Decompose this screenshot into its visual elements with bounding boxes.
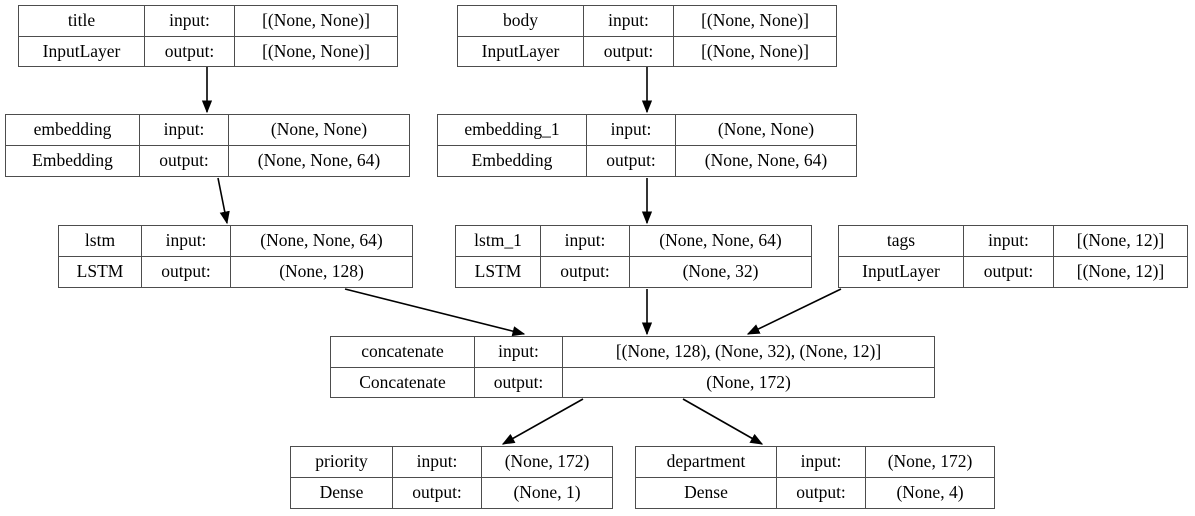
layer-node-department-class: Dense — [636, 478, 777, 508]
layer-node-tags-input-shape: [(None, 12)] — [1076, 230, 1165, 251]
layer-node-concatenate-output-label: output: — [475, 367, 563, 397]
layer-node-lstm-name: lstm — [59, 226, 142, 256]
layer-node-title-class: InputLayer — [19, 36, 145, 66]
layer-node-lstm_1-input-shape: (None, None, 64) — [659, 230, 782, 251]
layer-node-embedding-output-label: output: — [140, 146, 229, 176]
layer-node-body-input-shape: [(None, None)] — [701, 10, 809, 30]
layer-node-tags-output-shape: [(None, 12)] — [1076, 261, 1165, 282]
layer-node-embedding_1-name: embedding_1 — [438, 115, 587, 145]
layer-node-tags-output-label: output: — [964, 257, 1054, 287]
layer-node-priority-input-shape: (None, 172) — [504, 451, 590, 472]
layer-node-title-name: title — [19, 6, 145, 36]
edge-concatenate-to-department — [682, 398, 764, 445]
edge-tags-to-concatenate — [746, 288, 842, 335]
layer-node-priority-output-shape: (None, 1) — [513, 482, 581, 503]
edge-lstm-to-concatenate — [344, 288, 526, 337]
layer-node-body-output-shape: [(None, None)] — [701, 40, 809, 61]
layer-node-department-output-shape: (None, 4) — [896, 482, 964, 503]
layer-node-concatenate-input-shape: [(None, 128), (None, 32), (None, 12)] — [615, 341, 882, 361]
layer-node-lstm-output-shape: (None, 128) — [279, 261, 364, 282]
layer-node-lstm_1-name: lstm_1 — [456, 226, 541, 256]
layer-node-lstm-input-shape: (None, None, 64) — [260, 230, 383, 251]
layer-node-department-input-shape: (None, 172) — [887, 451, 973, 472]
layer-node-lstm_1-output-shape: (None, 32) — [682, 261, 759, 282]
layer-node-lstm_1-class: LSTM — [456, 257, 541, 287]
layer-node-body-output-label: output: — [584, 36, 674, 66]
layer-node-lstm-class: LSTM — [59, 257, 142, 287]
layer-node-concatenate-input-label: input: — [475, 337, 563, 367]
layer-node-department-output-label: output: — [777, 478, 866, 508]
layer-node-body-input-label: input: — [584, 6, 674, 36]
layer-node-body-class: InputLayer — [458, 36, 584, 66]
layer-node-concatenate-class: Concatenate — [331, 367, 475, 397]
layer-node-concatenate-name: concatenate — [331, 337, 475, 367]
layer-node-embedding_1-input-label: input: — [587, 115, 676, 145]
layer-node-priority-output-label: output: — [393, 478, 482, 508]
layer-node-title-input-shape: [(None, None)] — [262, 10, 370, 30]
layer-node-lstm-input-label: input: — [142, 226, 231, 256]
layer-node-tags-input-label: input: — [964, 226, 1054, 256]
layer-node-embedding_1-class: Embedding — [438, 146, 587, 176]
layer-node-tags-name: tags — [839, 226, 964, 256]
layer-node-embedding-input-label: input: — [140, 115, 229, 145]
layer-node-embedding_1-input-shape: (None, None) — [717, 119, 815, 140]
layer-node-embedding_1-output-label: output: — [587, 146, 676, 176]
edge-embedding-to-lstm — [217, 177, 230, 225]
layer-node-priority-class: Dense — [291, 478, 393, 508]
layer-node-department-input-label: input: — [777, 447, 866, 477]
layer-node-embedding_1-output-shape: (None, None, 64) — [704, 150, 828, 171]
layer-node-embedding-class: Embedding — [6, 146, 140, 176]
layer-node-priority-name: priority — [291, 447, 393, 477]
layer-node-lstm-output-label: output: — [142, 257, 231, 287]
layer-node-title-input-label: input: — [145, 6, 235, 36]
layer-node-lstm_1-input-label: input: — [541, 226, 630, 256]
layer-node-title-output-shape: [(None, None)] — [262, 40, 370, 61]
layer-node-tags-class: InputLayer — [839, 257, 964, 287]
layer-node-body-name: body — [458, 6, 584, 36]
layer-node-department-name: department — [636, 447, 777, 477]
layer-node-concatenate-output-shape: (None, 172) — [706, 371, 791, 392]
layer-node-title-output-label: output: — [145, 36, 235, 66]
layer-node-lstm_1-output-label: output: — [541, 257, 630, 287]
layer-node-embedding-name: embedding — [6, 115, 140, 145]
edge-concatenate-to-priority — [501, 398, 584, 445]
layer-node-embedding-input-shape: (None, None) — [270, 119, 368, 140]
layer-node-priority-input-label: input: — [393, 447, 482, 477]
layer-node-embedding-output-shape: (None, None, 64) — [257, 150, 381, 171]
